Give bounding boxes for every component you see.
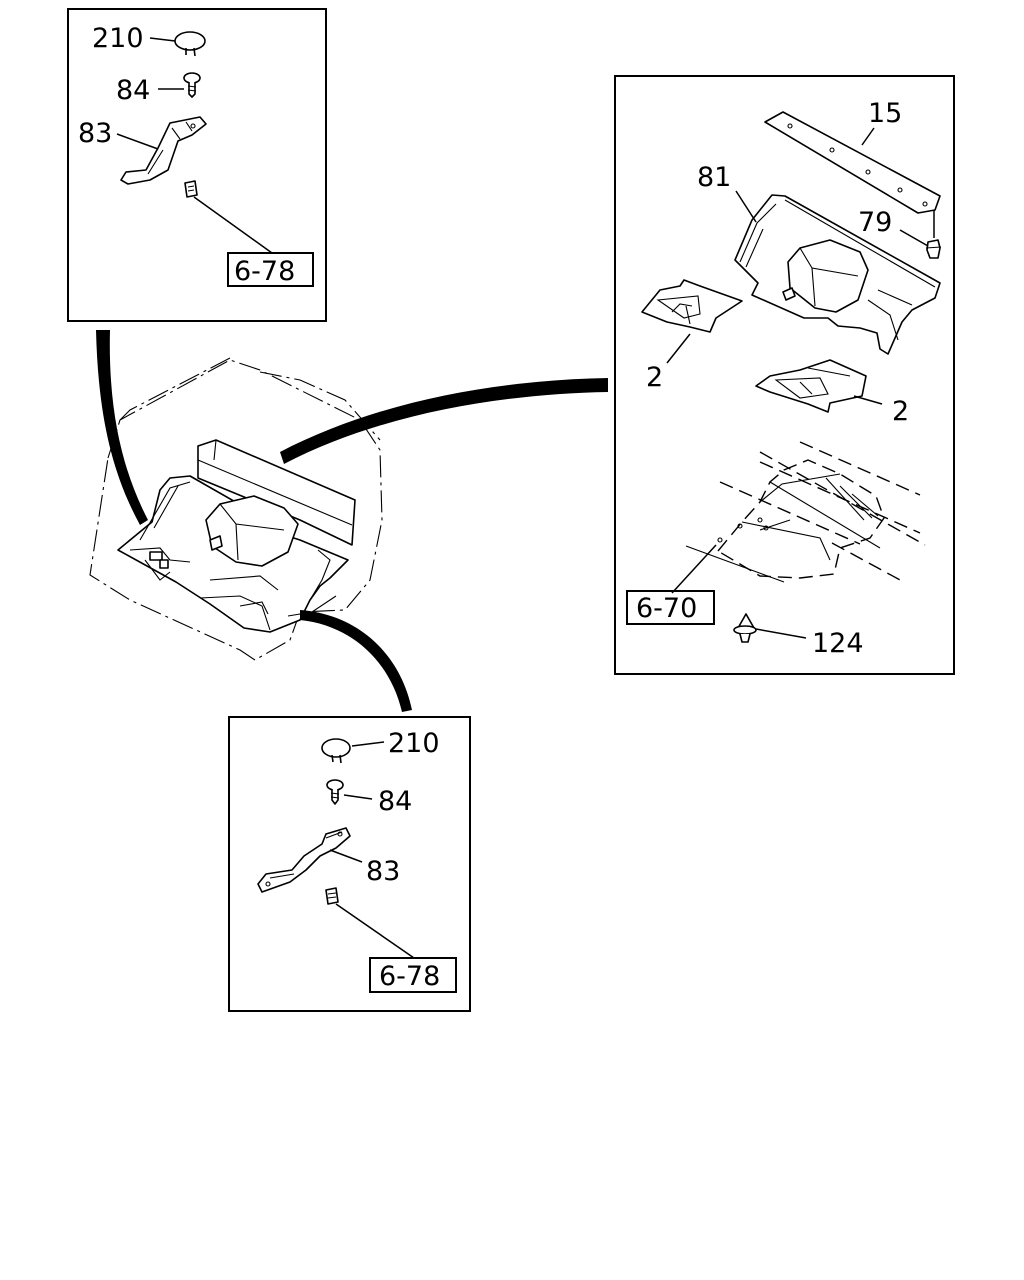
part-clip-nut-bottom-icon xyxy=(325,887,339,905)
part-2-insulator-lower-icon xyxy=(755,359,867,413)
ref-box-6-78-bottom xyxy=(369,957,457,993)
callout-84-bottom: 84 xyxy=(378,786,412,817)
callout-83-bottom: 83 xyxy=(366,856,400,887)
callout-79: 79 xyxy=(858,207,892,238)
ref-box-6-78 xyxy=(227,252,314,287)
callout-15: 15 xyxy=(868,98,902,129)
ref-6-78: 6-78 xyxy=(234,256,295,287)
part-210-cap-icon xyxy=(174,31,206,57)
callout-210-bottom: 210 xyxy=(388,728,440,759)
detail-box-right: 15 81 79 2 xyxy=(614,75,955,675)
detail-box-bottom-left: 210 84 83 6-78 xyxy=(228,716,471,1012)
callout-83: 83 xyxy=(78,118,112,149)
part-84-screw-icon xyxy=(183,72,201,98)
callout-210: 210 xyxy=(92,23,144,54)
part-83-bracket-bottom-icon xyxy=(257,827,351,893)
part-81-floor-panel-icon xyxy=(734,194,941,355)
callout-81: 81 xyxy=(697,162,731,193)
callout-124: 124 xyxy=(812,628,864,659)
part-210-cap-bottom-icon xyxy=(321,738,351,764)
callout-84: 84 xyxy=(116,75,150,106)
part-2-insulator-icon xyxy=(641,279,743,333)
part-clip-nut-icon xyxy=(184,180,198,198)
ref-box-6-70 xyxy=(626,590,715,625)
part-83-bracket-icon xyxy=(120,116,207,185)
part-79-clip-icon xyxy=(925,239,942,259)
floor-assembly-outline xyxy=(685,441,926,583)
part-124-clip-icon xyxy=(733,613,757,643)
detail-box-top-left: 210 84 83 6-78 xyxy=(67,8,327,322)
cab-body-outline xyxy=(89,357,383,661)
part-84-screw-bottom-icon xyxy=(326,779,344,805)
ref-6-78-bottom: 6-78 xyxy=(379,961,440,992)
leader-arcs xyxy=(96,330,608,712)
part-15-strip-icon xyxy=(764,111,941,214)
callout-2-lower: 2 xyxy=(892,396,909,427)
callout-2-upper: 2 xyxy=(646,362,663,393)
ref-6-70: 6-70 xyxy=(636,593,697,624)
